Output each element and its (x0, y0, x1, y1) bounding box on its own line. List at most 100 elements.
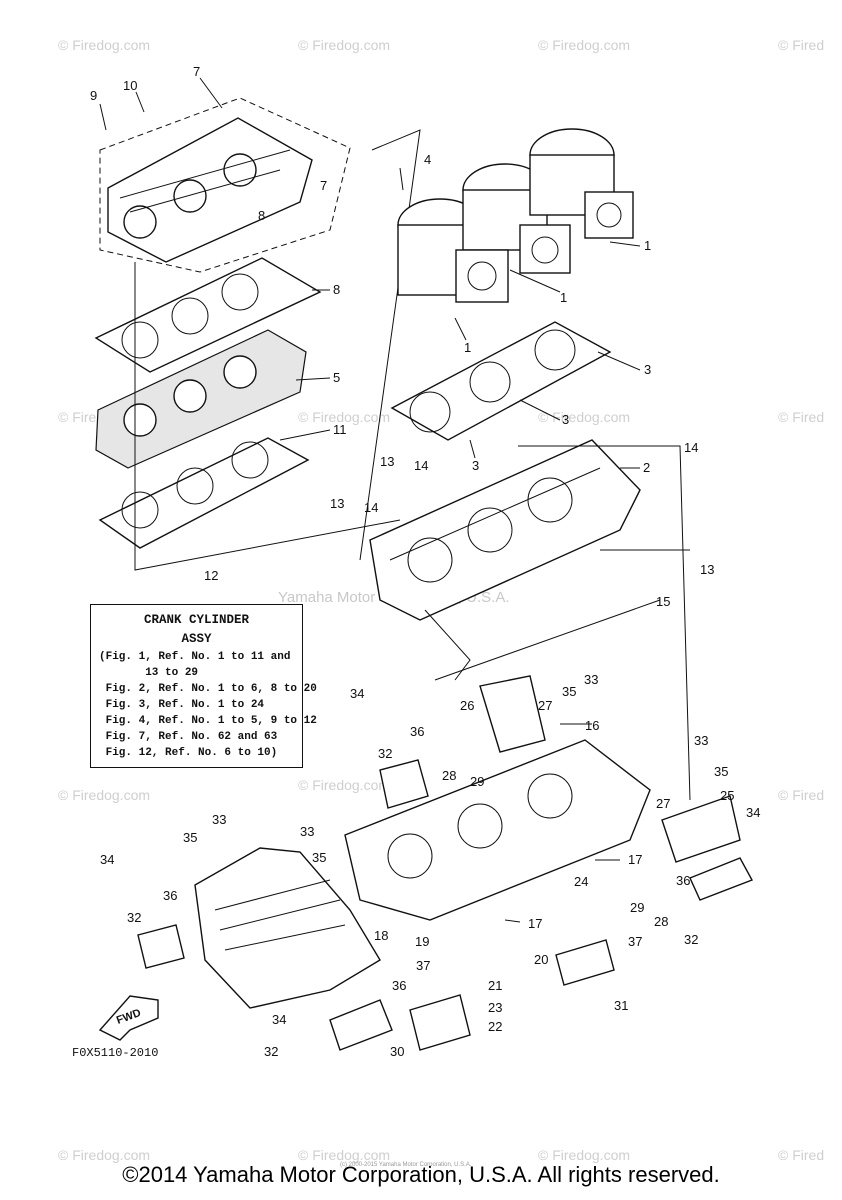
callout-35: 35 (714, 764, 728, 779)
legend-line: Fig. 4, Ref. No. 1 to 5, 9 to 12 (99, 715, 317, 727)
callout-21: 21 (488, 978, 502, 993)
watermark: © Firedog.com (538, 37, 630, 53)
watermark: © Firedog.com (298, 777, 390, 793)
callouts: 9 10 7 7 8 4 1 1 1 8 5 11 3 3 3 2 14 13 … (90, 64, 760, 1059)
callout-11: 11 (333, 422, 347, 437)
callout-22: 22 (488, 1019, 502, 1034)
callout-33: 33 (300, 824, 314, 839)
callout-13: 13 (700, 562, 714, 577)
cylinder-head (95, 329, 307, 469)
callout-7: 7 (320, 178, 327, 193)
callout-3: 3 (644, 362, 651, 377)
callout-27: 27 (538, 698, 552, 713)
watermark: © Firedog.com (538, 1147, 630, 1163)
callout-18: 18 (374, 928, 388, 943)
callout-7: 8 (258, 208, 265, 223)
callout-36: 36 (163, 888, 177, 903)
fine-print: (c) 2000-2015 Yamaha Motor Corporation, … (340, 1162, 472, 1168)
watermark: © Firedog.com (298, 37, 390, 53)
callout-34: 34 (746, 805, 760, 820)
callout-37: 37 (416, 958, 430, 973)
callout-29: 29 (470, 774, 484, 789)
copyright-footer: ©2014 Yamaha Motor Corporation, U.S.A. A… (122, 1162, 720, 1187)
callout-32: 32 (127, 910, 141, 925)
callout-4: 4 (424, 152, 431, 167)
leader-lines (99, 77, 691, 923)
legend-line: 13 to 29 (99, 667, 199, 679)
callout-13: 13 (380, 454, 394, 469)
callout-3: 3 (562, 412, 569, 427)
callout-15: 15 (656, 594, 670, 609)
callout-19: 19 (415, 934, 429, 949)
assembly-legend: CRANK CYLINDER ASSY (Fig. 1, Ref. No. 1 … (90, 604, 317, 768)
watermark: © Firedog.com (298, 1147, 390, 1163)
guide-line (134, 262, 401, 571)
callout-16: 16 (585, 718, 599, 733)
callout-37: 37 (628, 934, 642, 949)
callout-28: 28 (442, 768, 456, 783)
watermark: © Fired (778, 787, 824, 803)
callout-36: 36 (676, 873, 690, 888)
watermark: © Firedog.com (538, 409, 630, 425)
callout-31: 31 (614, 998, 628, 1013)
callout-8: 8 (333, 282, 340, 297)
legend-line: Fig. 7, Ref. No. 62 and 63 (99, 731, 278, 743)
head-gasket-upper (94, 257, 322, 373)
callout-26: 26 (460, 698, 474, 713)
callout-9: 9 (90, 88, 97, 103)
callout-35: 35 (562, 684, 576, 699)
callout-32: 32 (684, 932, 698, 947)
legend-line: Fig. 3, Ref. No. 1 to 24 (99, 699, 265, 711)
callout-2: 2 (643, 460, 650, 475)
callout-6: 7 (193, 64, 200, 79)
callout-14: 14 (414, 458, 428, 473)
watermark: © Firedog.com (58, 787, 150, 803)
callout-32: 32 (264, 1044, 278, 1059)
figure-code: F0X5110-2010 (72, 1046, 159, 1060)
callout-1: 1 (560, 290, 567, 305)
callout-5: 5 (333, 370, 340, 385)
watermark: © Firedog.com (298, 409, 390, 425)
callout-14: 14 (684, 440, 698, 455)
callout-1: 1 (644, 238, 651, 253)
cylinder-head-cover (107, 117, 313, 263)
callout-14: 14 (364, 500, 378, 515)
crankcase-lower (344, 739, 651, 921)
callout-36: 36 (410, 724, 424, 739)
legend-title: CRANK CYLINDER (143, 613, 250, 627)
callout-32: 32 (378, 746, 392, 761)
callout-13: 13 (330, 496, 344, 511)
callout-23: 23 (488, 1000, 502, 1015)
crankcase-upper (369, 439, 641, 681)
watermark: © Fired (778, 37, 824, 53)
engine-mount-brackets (137, 675, 753, 1051)
legend-subtitle: ASSY (181, 632, 212, 646)
callout-34: 34 (100, 852, 114, 867)
callout-3: 3 (472, 458, 479, 473)
callout-10: 10 (123, 78, 137, 93)
watermark: © Firedog.com (58, 1147, 150, 1163)
exhaust-housing (194, 847, 381, 1009)
callout-30: 30 (390, 1044, 404, 1059)
callout-35: 35 (183, 830, 197, 845)
head-gasket-lower (98, 437, 310, 549)
callout-1: 1 (464, 340, 471, 355)
cylinder-gasket (390, 321, 612, 441)
callout-29: 29 (630, 900, 644, 915)
callout-20: 20 (534, 952, 548, 967)
callout-36: 36 (392, 978, 406, 993)
callout-17: 17 (628, 852, 642, 867)
guide-line (359, 129, 421, 561)
callout-27: 27 (656, 796, 670, 811)
callout-34: 34 (272, 1012, 286, 1027)
fwd-arrow: FWD (98, 995, 159, 1041)
watermark: © Fired (778, 1147, 824, 1163)
callout-12: 12 (204, 568, 218, 583)
callout-25: 25 (720, 788, 734, 803)
callout-24: 24 (574, 874, 588, 889)
callout-35: 35 (312, 850, 326, 865)
callout-17: 17 (528, 916, 542, 931)
callout-33: 33 (694, 733, 708, 748)
watermark: © Firedog.com (58, 37, 150, 53)
